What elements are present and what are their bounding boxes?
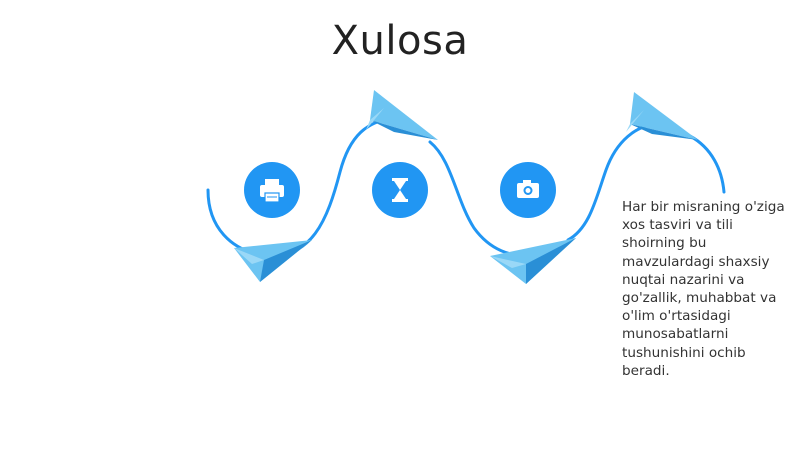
paper-plane-icon (490, 238, 576, 284)
paper-plane-icon (366, 90, 438, 140)
slide-title: Xulosa (331, 18, 469, 64)
flight-path-line (566, 122, 662, 242)
camera-icon (517, 180, 539, 198)
paper-plane-icon (626, 92, 698, 140)
printer-icon (260, 179, 284, 203)
hourglass-icon (392, 178, 408, 202)
printer-button[interactable] (244, 162, 300, 218)
conclusion-text: Har bir misraning o'ziga xos tasviri va … (622, 199, 785, 379)
hourglass-button[interactable] (372, 162, 428, 218)
flight-path-line (206, 116, 394, 258)
paper-plane-icon (234, 240, 312, 282)
flight-path-line (688, 134, 726, 194)
camera-button[interactable] (500, 162, 556, 218)
